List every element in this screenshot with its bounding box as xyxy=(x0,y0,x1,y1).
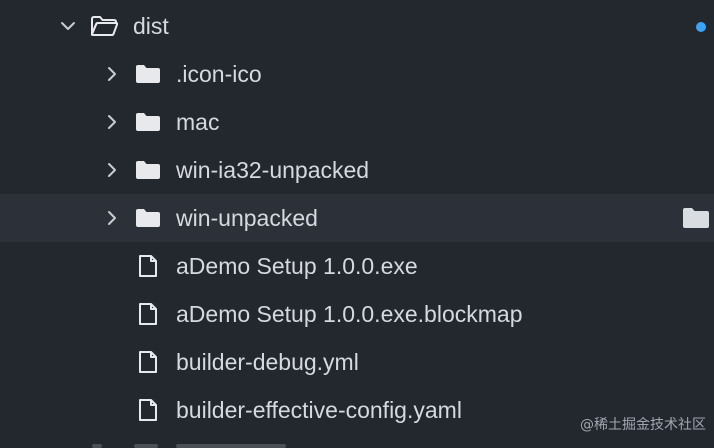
chevron-down-icon[interactable] xyxy=(56,14,80,38)
tree-row-folder-hovered[interactable]: win-unpacked xyxy=(0,194,714,242)
clipped-row-glyph xyxy=(176,444,286,448)
file-icon xyxy=(133,302,163,326)
tree-row-folder[interactable]: win-ia32-unpacked xyxy=(0,146,714,194)
tree-row-label: dist xyxy=(133,13,169,39)
folder-icon xyxy=(133,206,163,230)
tree-row-label: mac xyxy=(176,109,220,135)
folder-icon xyxy=(133,62,163,86)
tree-row-dist[interactable]: dist xyxy=(0,2,714,50)
tree-row-label: builder-effective-config.yaml xyxy=(176,397,462,423)
tree-row-label: win-unpacked xyxy=(176,205,318,231)
chevron-right-icon[interactable] xyxy=(100,158,124,182)
file-icon xyxy=(133,350,163,374)
folder-icon xyxy=(133,110,163,134)
tree-row-label: aDemo Setup 1.0.0.exe xyxy=(176,253,418,279)
tree-row-file[interactable]: builder-debug.yml xyxy=(0,338,714,386)
folder-icon xyxy=(133,158,163,182)
file-icon xyxy=(133,398,163,422)
tree-row-file[interactable]: aDemo Setup 1.0.0.exe.blockmap xyxy=(0,290,714,338)
tree-row-label: .icon-ico xyxy=(176,61,262,87)
tree-row-folder[interactable]: .icon-ico xyxy=(0,50,714,98)
new-folder-icon[interactable] xyxy=(681,206,711,230)
clipped-row-glyph xyxy=(134,444,158,448)
tree-row-folder[interactable]: mac xyxy=(0,98,714,146)
tree-row-label: aDemo Setup 1.0.0.exe.blockmap xyxy=(176,301,523,327)
tree-row-label: builder-debug.yml xyxy=(176,349,359,375)
chevron-right-icon[interactable] xyxy=(100,206,124,230)
chevron-right-icon[interactable] xyxy=(100,110,124,134)
folder-open-icon xyxy=(89,14,119,38)
watermark: @稀土掘金技术社区 xyxy=(580,417,706,433)
tree-row-label: win-ia32-unpacked xyxy=(176,157,370,183)
tree-row-file[interactable]: builder-effective-config.yaml xyxy=(0,386,714,434)
tree-row-file[interactable]: aDemo Setup 1.0.0.exe xyxy=(0,242,714,290)
clipped-tree-row xyxy=(0,440,714,448)
modified-status-dot xyxy=(696,22,706,32)
chevron-right-icon[interactable] xyxy=(100,62,124,86)
clipped-row-glyph xyxy=(92,444,102,448)
file-icon xyxy=(133,254,163,278)
